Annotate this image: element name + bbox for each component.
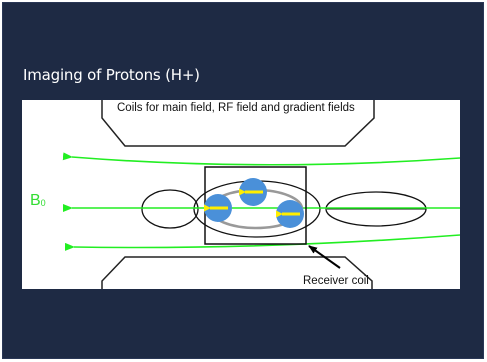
slide: Imaging of Protons (H+) (2, 2, 484, 359)
field-line-top (62, 152, 460, 166)
receiver-coil-label: Receiver coil (303, 275, 369, 287)
proton-1 (239, 178, 267, 206)
patient-head (141, 189, 199, 229)
field-label: B0 (30, 192, 46, 210)
upper-coil (101, 100, 375, 147)
field-label-subscript: 0 (40, 198, 46, 208)
lower-coil (101, 256, 373, 289)
field-label-letter: B (30, 192, 41, 209)
field-line-bottom (64, 234, 460, 251)
slide-title: Imaging of Protons (H+) (23, 66, 200, 84)
proton-3 (276, 200, 304, 228)
coil-label: Coils for main field, RF field and gradi… (117, 102, 355, 114)
mri-diagram: Coils for main field, RF field and gradi… (22, 100, 460, 289)
mri-diagram-svg (62, 100, 460, 289)
receiver-pointer-arrow (308, 245, 341, 269)
proton-2 (204, 194, 232, 222)
